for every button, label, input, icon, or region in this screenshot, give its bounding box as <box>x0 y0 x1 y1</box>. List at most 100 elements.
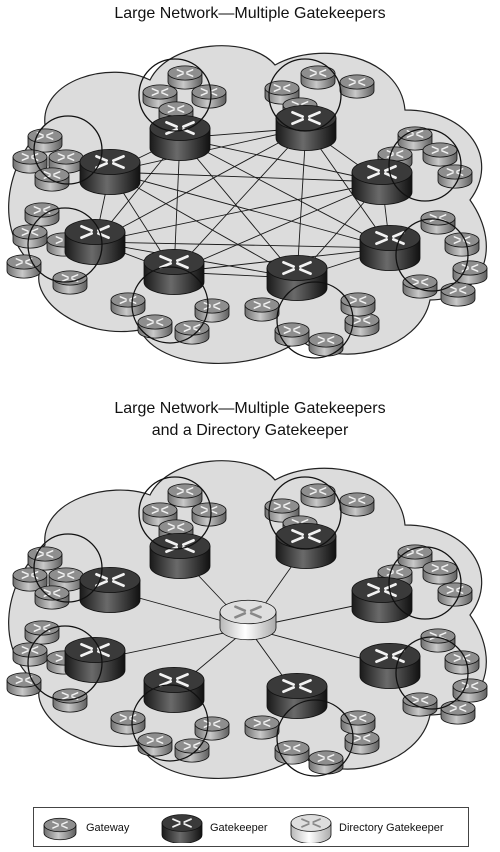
zone-circle <box>27 625 103 701</box>
gatekeeper-icon <box>359 643 421 689</box>
gateway-icon <box>194 298 230 323</box>
gateway-icon <box>402 692 438 717</box>
gateway-icon <box>191 502 227 527</box>
gatekeeper-icon <box>149 115 211 161</box>
gateway-icon <box>110 710 146 735</box>
gatekeeper-icon <box>359 224 421 271</box>
gateway-icon <box>452 260 488 285</box>
gateway-icon <box>420 628 456 653</box>
gateway-icon <box>12 642 48 667</box>
zone-circle <box>395 636 469 710</box>
gateway-icon <box>174 738 210 763</box>
gateway-icon <box>27 546 63 571</box>
gateway-icon <box>444 650 480 675</box>
gateway-icon <box>422 560 458 585</box>
gateway-icon <box>308 750 344 775</box>
gateway-icon <box>27 128 63 153</box>
gateway-icon <box>422 142 458 167</box>
gateway-icon <box>244 297 280 322</box>
gatekeeper-icon <box>266 254 328 301</box>
directory-gatekeeper-icon <box>219 599 277 641</box>
legend-label-directory-gatekeeper: Directory Gatekeeper <box>339 822 444 834</box>
gateway-icon <box>137 314 173 339</box>
gateway-icon <box>452 678 488 703</box>
gatekeeper-link <box>109 171 383 183</box>
gatekeeper-icon <box>275 523 337 569</box>
gateway-icon <box>110 292 146 317</box>
gatekeeper-icon <box>143 248 205 295</box>
gatekeeper-link <box>179 137 298 279</box>
gatekeeper-icon <box>266 673 328 719</box>
gatekeeper-link <box>173 127 307 273</box>
gateway-icon <box>300 483 336 508</box>
gatekeeper-icon <box>275 105 337 151</box>
gateway-icon <box>340 710 376 735</box>
gateway-icon <box>6 254 42 279</box>
zone-circle <box>138 58 212 132</box>
gatekeeper-link <box>179 137 383 183</box>
gatekeeper-icon <box>79 567 141 613</box>
directory-gatekeeper-icon <box>290 814 332 843</box>
gatekeeper-icon <box>351 158 413 205</box>
top-network-devices <box>6 65 488 357</box>
gateway-icon <box>34 167 70 192</box>
legend-label-gatekeeper: Gatekeeper <box>210 822 268 834</box>
gateway-icon <box>339 492 375 517</box>
legend-label-gateway: Gateway <box>86 822 130 834</box>
gateway-icon <box>52 270 88 295</box>
gateway-icon <box>437 164 473 189</box>
zone-circle <box>388 546 462 620</box>
gateway-icon <box>397 126 433 151</box>
gatekeeper-icon <box>64 637 126 683</box>
gateway-icon <box>344 312 380 337</box>
gateway-icon <box>167 483 203 508</box>
gatekeeper-link <box>109 171 298 279</box>
zone-circle <box>131 684 209 762</box>
gatekeeper-icon <box>79 148 141 195</box>
gateway-icon <box>397 544 433 569</box>
legend-item-directory-gatekeeper: Directory Gatekeeper <box>289 808 444 848</box>
gateway-icon <box>137 732 173 757</box>
gateway-icon <box>339 74 375 99</box>
gateway-icon <box>300 65 336 90</box>
diagram-title-bottom-line1: Large Network—Multiple Gatekeepers <box>114 400 386 417</box>
gateway-icon <box>274 322 310 347</box>
directory-gatekeeper-icon <box>290 814 332 843</box>
gateway-icon <box>340 292 376 317</box>
gateway-icon <box>191 84 227 109</box>
gateway-icon <box>402 274 438 299</box>
zone-circles <box>27 58 469 777</box>
legend: Gateway Gatekeeper Directory Gatekeeper <box>33 807 469 847</box>
gateway-icon <box>444 232 480 257</box>
gateway-icon <box>264 498 300 523</box>
gatekeeper-link <box>173 181 383 273</box>
gatekeeper-icon <box>64 218 126 265</box>
diagram-title-bottom-line2: and a Directory Gatekeeper <box>151 422 349 439</box>
gateway-icon <box>12 149 48 174</box>
zone-circle <box>268 476 342 550</box>
zone-circle <box>138 476 212 550</box>
gateway-icon <box>440 700 476 725</box>
zone-circle <box>33 533 103 603</box>
gateway-icon <box>420 210 456 235</box>
gateway-icon <box>244 715 280 740</box>
gateway-icon <box>24 202 60 227</box>
gateway-icon <box>308 332 344 357</box>
gateway-icon <box>344 730 380 755</box>
gatekeeper-link <box>296 127 307 279</box>
gateway-icon <box>24 620 60 645</box>
gateway-icon <box>34 585 70 610</box>
zone-circle <box>131 266 209 344</box>
gatekeeper-link <box>94 181 383 243</box>
bottom-network-devices <box>6 483 488 775</box>
zone-circle <box>276 699 354 777</box>
gatekeeper-icon <box>351 577 413 623</box>
gatekeeper-icon <box>149 533 211 579</box>
gatekeeper-link <box>179 137 391 249</box>
gatekeeper-link <box>94 241 391 249</box>
diagram-title-top: Large Network—Multiple Gatekeepers <box>114 5 386 22</box>
gateway-icon <box>52 688 88 713</box>
gateway-icon <box>440 282 476 307</box>
legend-item-gatekeeper: Gatekeeper <box>160 808 267 848</box>
